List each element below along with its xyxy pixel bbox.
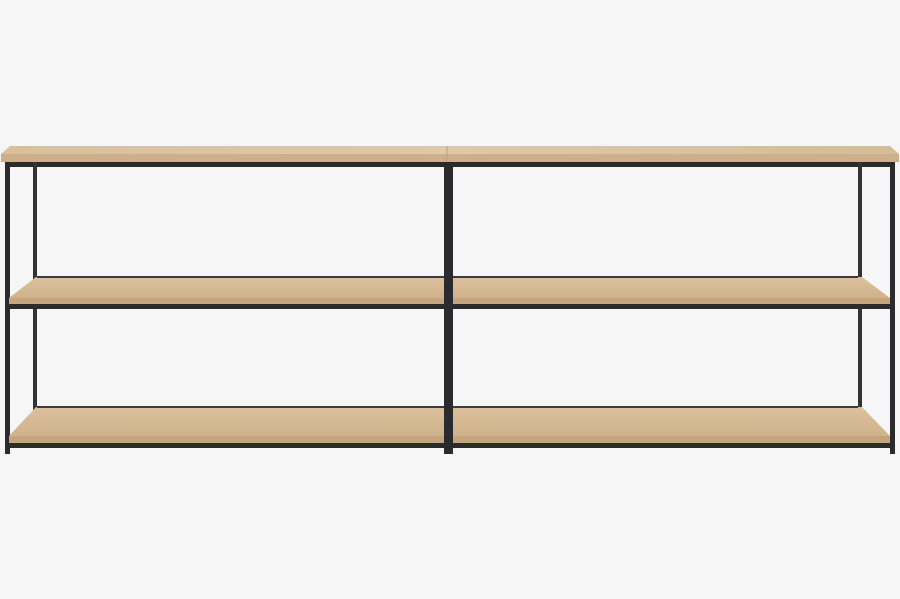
middle-shelf bbox=[5, 277, 895, 309]
top-board bbox=[1, 146, 899, 162]
bottom-shelf bbox=[5, 407, 895, 448]
frame-feet bbox=[5, 448, 895, 454]
back-rails bbox=[37, 276, 858, 408]
